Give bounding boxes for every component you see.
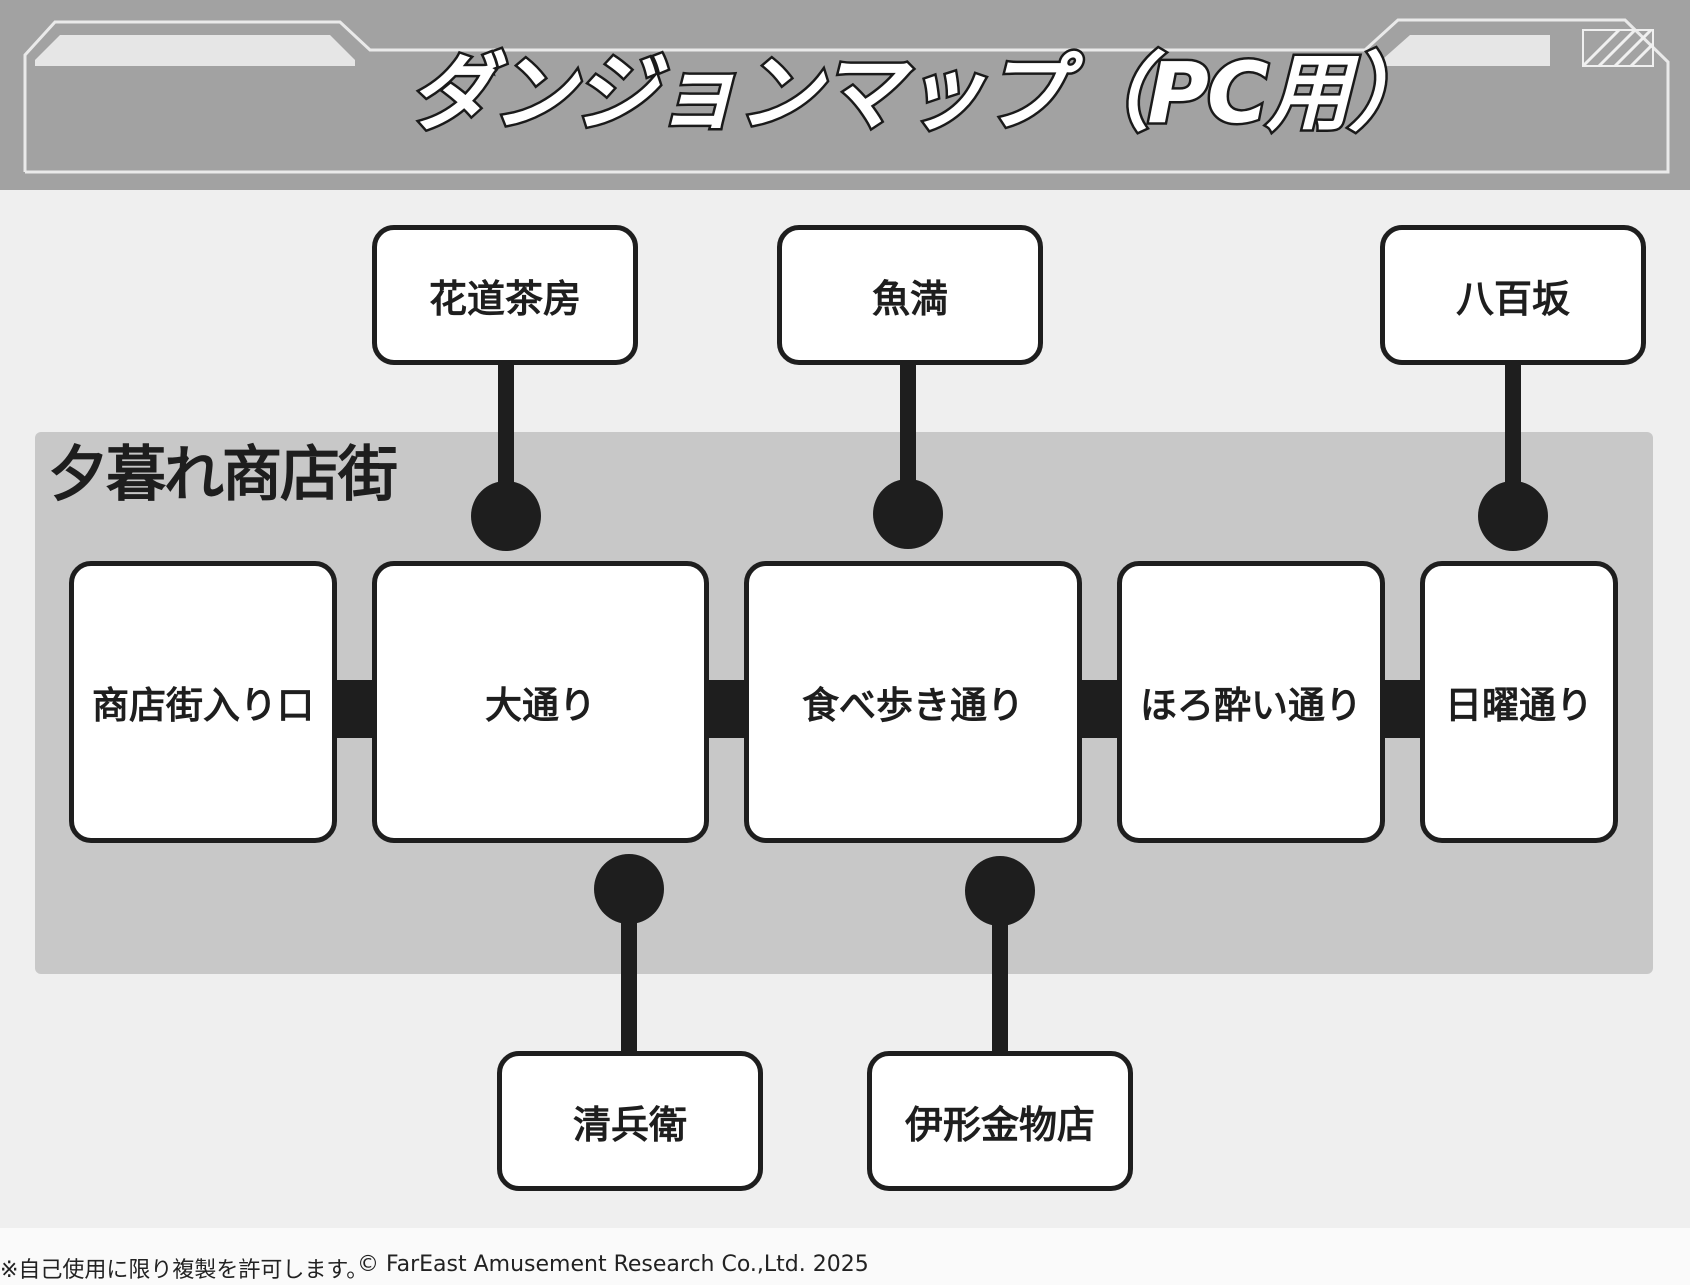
room-label: ほろ酔い通り xyxy=(1140,684,1362,727)
shop-label: 清兵衛 xyxy=(572,1102,687,1147)
shop-label: 花道茶房 xyxy=(428,276,581,321)
connection-dot xyxy=(594,854,664,924)
connector-seibee xyxy=(621,890,637,1055)
connector-igata xyxy=(992,890,1008,1055)
shop-label: 魚満 xyxy=(871,276,948,321)
connection-dot xyxy=(471,481,541,551)
shop-seibee[interactable]: 清兵衛 xyxy=(497,1051,763,1191)
room-odori[interactable]: 大通り xyxy=(372,561,709,843)
room-label: 商店街入り口 xyxy=(92,684,314,727)
page-title: ダンジョンマップ（PC用） xyxy=(407,42,1435,145)
connection-dot xyxy=(1478,481,1548,551)
room-label: 食べ歩き通り xyxy=(802,684,1024,727)
room-nichiyou[interactable]: 日曜通り xyxy=(1420,561,1618,843)
zone-label: 夕暮れ商店街 xyxy=(48,440,398,510)
header-banner: ダンジョンマップ（PC用） xyxy=(0,0,1690,190)
connector-uoman xyxy=(900,362,916,512)
shop-uoman[interactable]: 魚満 xyxy=(777,225,1043,365)
header-frame xyxy=(23,18,1670,174)
shop-hanamichi-sabou[interactable]: 花道茶房 xyxy=(372,225,638,365)
shop-igata-kanamonoten[interactable]: 伊形金物店 xyxy=(867,1051,1133,1191)
shop-label: 伊形金物店 xyxy=(904,1102,1095,1147)
connection-dot xyxy=(965,856,1035,926)
room-entrance[interactable]: 商店街入り口 xyxy=(69,561,337,843)
footer-copyright: © FarEast Amusement Research Co.,Ltd. 20… xyxy=(357,1252,869,1277)
room-horoyoi[interactable]: ほろ酔い通り xyxy=(1117,561,1385,843)
connector-odori-tabearuki xyxy=(702,680,750,738)
hatch-decoration-icon xyxy=(1581,28,1655,68)
connection-dot xyxy=(873,479,943,549)
shop-yaoyasaka[interactable]: 八百坂 xyxy=(1380,225,1646,365)
footer-note: ※自己使用に限り複製を許可します。 xyxy=(0,1258,369,1283)
footer xyxy=(0,1228,1690,1285)
connector-hanamichi xyxy=(498,362,514,512)
connector-tabearuki-horoyoi xyxy=(1075,680,1123,738)
room-tabearuki[interactable]: 食べ歩き通り xyxy=(744,561,1082,843)
connector-yaoyasaka xyxy=(1505,362,1521,512)
connector-entrance-odori xyxy=(330,680,378,738)
room-label: 日曜通り xyxy=(1445,684,1593,727)
shop-label: 八百坂 xyxy=(1455,276,1570,321)
room-label: 大通り xyxy=(485,684,596,727)
